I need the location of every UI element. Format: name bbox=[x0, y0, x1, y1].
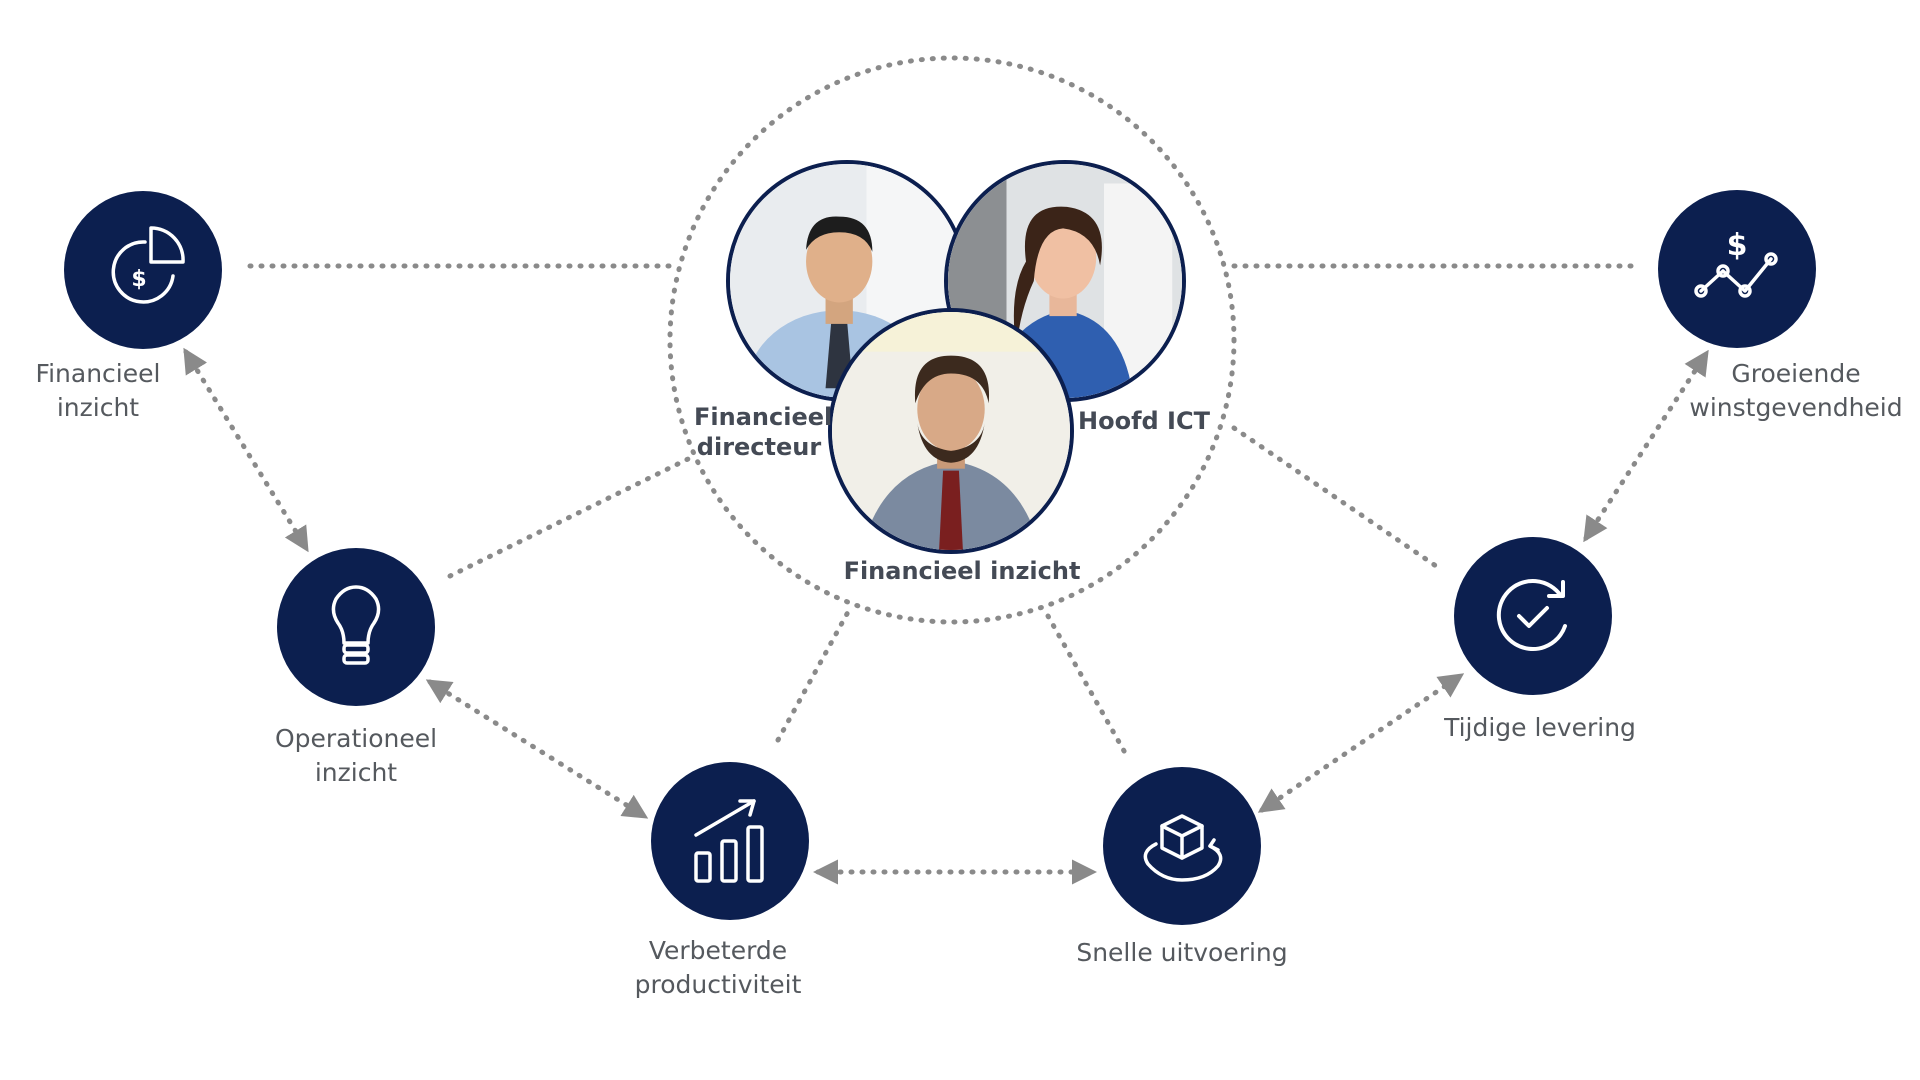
label-verbeterde-productiviteit: Verbeterde productiviteit bbox=[598, 934, 838, 1002]
node-verbeterde-productiviteit bbox=[651, 762, 809, 920]
bar-chart-growth-icon bbox=[682, 793, 778, 889]
node-operationeel-inzicht bbox=[277, 548, 435, 706]
refresh-check-icon bbox=[1485, 568, 1581, 664]
label-operationeel-inzicht: Operationeel inzicht bbox=[236, 722, 476, 790]
dollar-trend-icon: $ bbox=[1689, 221, 1785, 317]
label-tijdige-levering: Tijdige levering bbox=[1420, 711, 1660, 745]
label-financieel-inzicht: Financieel inzicht bbox=[0, 357, 196, 425]
pie-chart-dollar-icon: $ bbox=[95, 222, 191, 318]
label-snelle-uitvoering: Snelle uitvoering bbox=[1062, 936, 1302, 970]
role-label-center: Financieel inzicht bbox=[830, 556, 1094, 586]
connector-center-operationeel bbox=[450, 458, 690, 576]
node-snelle-uitvoering bbox=[1103, 767, 1261, 925]
rotating-cube-icon bbox=[1134, 798, 1230, 894]
connector-center-tijdige bbox=[1234, 428, 1436, 566]
connector-center-verbeterde bbox=[778, 612, 848, 740]
role-label-financieel-directeur: Financieel directeur bbox=[694, 402, 824, 462]
node-financieel-inzicht: $ bbox=[64, 191, 222, 349]
node-tijdige-levering bbox=[1454, 537, 1612, 695]
connector-center-snelle bbox=[1048, 616, 1128, 758]
node-groeiende-winstgevendheid: $ bbox=[1658, 190, 1816, 348]
photo-financieel-inzicht-person bbox=[828, 308, 1074, 554]
svg-text:$: $ bbox=[1727, 228, 1748, 263]
svg-text:$: $ bbox=[131, 267, 146, 292]
lightbulb-icon bbox=[308, 579, 404, 675]
label-groeiende-winstgevendheid: Groeiende winstgevendheid bbox=[1676, 357, 1916, 425]
arrow-financieel-operationeel bbox=[186, 352, 306, 548]
role-label-hoofd-ict: Hoofd ICT bbox=[1074, 406, 1214, 436]
